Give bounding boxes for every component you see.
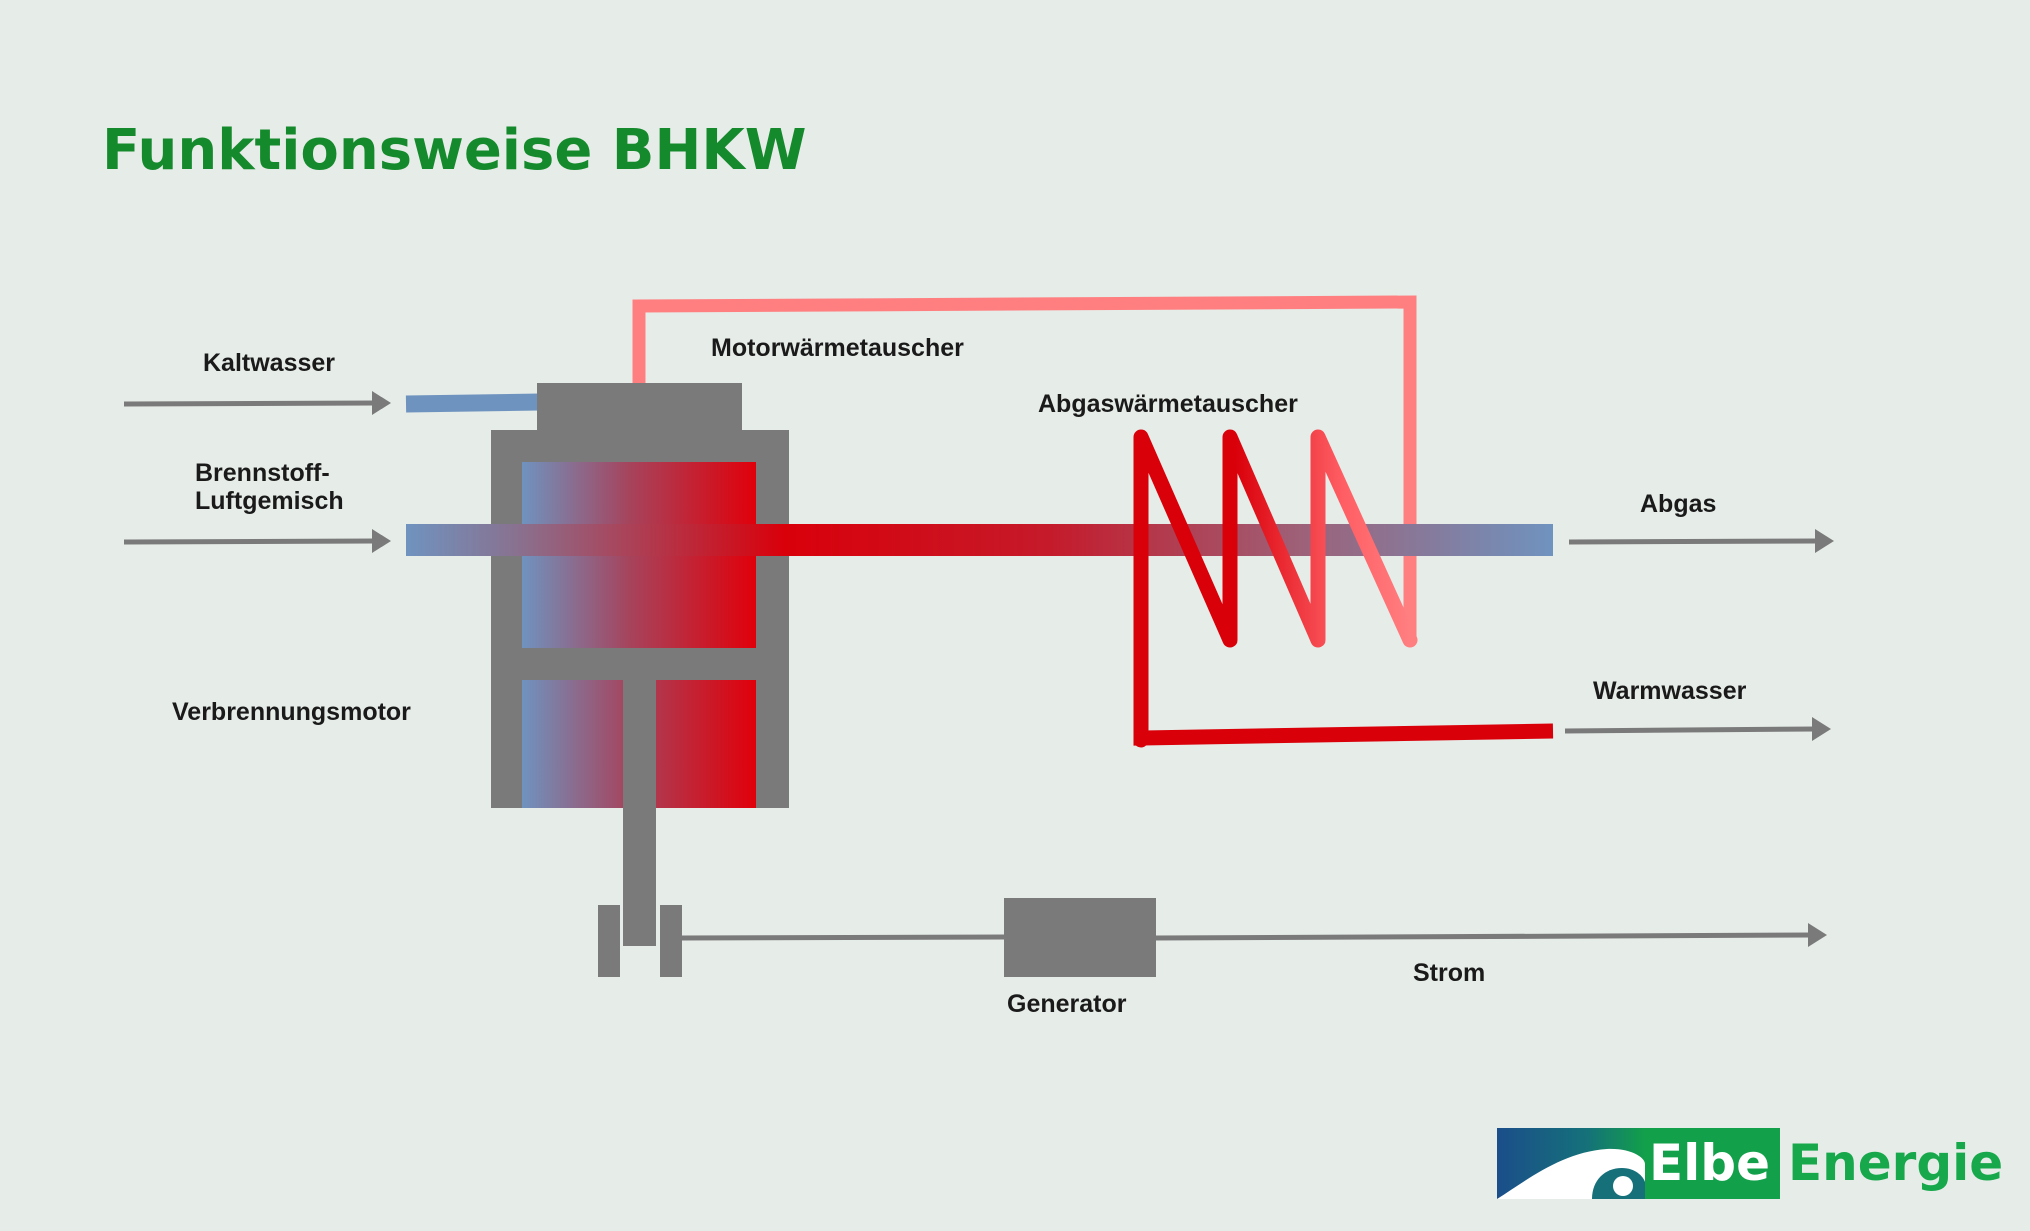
abgas-arrowhead bbox=[1815, 529, 1834, 553]
engine-head bbox=[537, 383, 742, 433]
logo-text-energie: Energie bbox=[1788, 1134, 2004, 1192]
label-strom: Strom bbox=[1413, 959, 1486, 987]
label-brennstoff-line2: Luftgemisch bbox=[195, 487, 344, 515]
brennstoff-arrowhead bbox=[372, 529, 391, 553]
abgas-arrow-line bbox=[1568, 538, 1819, 545]
warmwasser-arrowhead bbox=[1812, 717, 1831, 741]
coupling-right bbox=[660, 905, 682, 977]
label-warmwasser: Warmwasser bbox=[1593, 677, 1747, 705]
page-title: Funktionsweise BHKW bbox=[102, 118, 807, 183]
strom-arrowhead bbox=[1808, 923, 1827, 947]
label-generator: Generator bbox=[1007, 990, 1127, 1018]
label-abgaswaermetauscher: Abgaswärmetauscher bbox=[1038, 390, 1298, 418]
label-motorwaermetauscher: Motorwärmetauscher bbox=[711, 334, 964, 362]
exhaust-pipe bbox=[406, 524, 1553, 556]
generator-box bbox=[1004, 898, 1156, 977]
shaft bbox=[681, 934, 1006, 941]
coupling-left bbox=[598, 905, 620, 977]
kaltwasser-arrowhead bbox=[372, 391, 391, 415]
brennstoff-arrow-line bbox=[123, 538, 376, 545]
label-verbrennungsmotor: Verbrennungsmotor bbox=[172, 698, 411, 726]
strom-arrow-line bbox=[1155, 932, 1813, 941]
wave-logo-icon bbox=[1497, 1128, 1645, 1199]
logo-text-elbe: Elbe bbox=[1645, 1128, 1780, 1199]
exhaust-heat-coil bbox=[1133, 429, 1418, 748]
motor-heat-loop bbox=[632, 295, 1417, 640]
warmwasser-arrow-line bbox=[1564, 726, 1816, 734]
cold-water-pipe bbox=[405, 393, 541, 413]
label-abgas: Abgas bbox=[1640, 490, 1717, 518]
label-brennstoff-line1: Brennstoff- bbox=[195, 459, 330, 487]
warm-water-pipe bbox=[1133, 620, 1554, 746]
kaltwasser-arrow-line bbox=[123, 400, 376, 407]
label-kaltwasser: Kaltwasser bbox=[203, 349, 336, 377]
elbe-energie-logo: Elbe Energie bbox=[1497, 1128, 2003, 1199]
piston-rod bbox=[623, 675, 656, 946]
